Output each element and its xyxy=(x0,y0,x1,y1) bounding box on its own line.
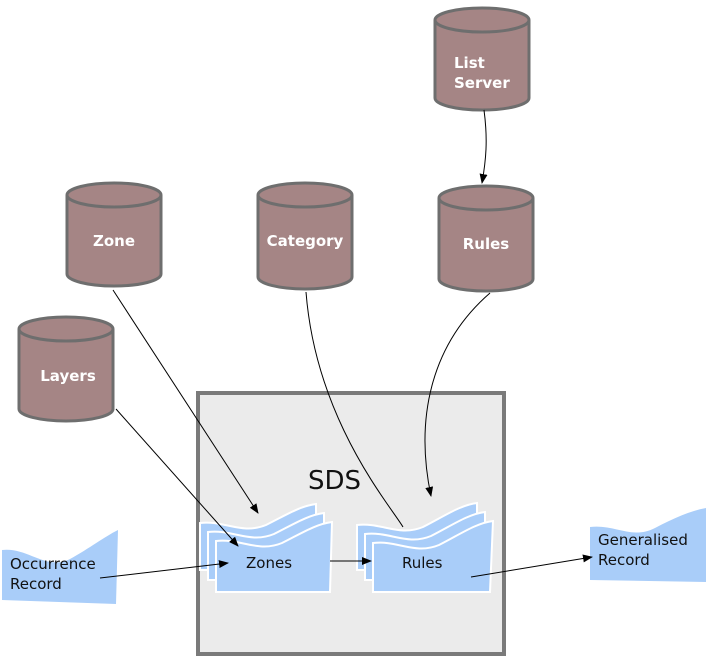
generalised-label-line1: Generalised xyxy=(598,531,688,549)
rules-document: Rules xyxy=(356,501,495,593)
category-label: Category xyxy=(267,232,344,250)
generalised-record-document: Generalised Record xyxy=(590,508,706,582)
rules-doc-label: Rules xyxy=(402,554,443,572)
sds-label: SDS xyxy=(308,466,361,496)
zones-document: Zones xyxy=(199,502,334,593)
occurrence-label-line2: Record xyxy=(10,575,62,593)
rules-db-label: Rules xyxy=(463,235,510,253)
connector-rules-db-to-rules-doc xyxy=(424,292,491,497)
connector-list-server-to-rules xyxy=(479,109,488,184)
layers-label: Layers xyxy=(40,367,96,385)
connector-zone-to-zones xyxy=(112,289,259,514)
zone-label: Zone xyxy=(93,232,135,250)
connector-category-to-rules xyxy=(305,291,404,528)
connector-rules-to-generalised xyxy=(470,554,593,578)
zone-database: Zone xyxy=(65,181,163,288)
connector-layers-to-zones xyxy=(115,408,239,547)
occurrence-record-document: Occurrence Record xyxy=(2,530,118,604)
layers-database: Layers xyxy=(17,315,115,423)
category-database: Category xyxy=(256,181,354,291)
rules-database: Rules xyxy=(437,184,535,293)
list-server-label-line1: List xyxy=(454,54,485,72)
connector-occurrence-to-zones xyxy=(99,560,229,579)
list-server-label-line2: Server xyxy=(454,74,510,92)
occurrence-label-line1: Occurrence xyxy=(10,555,96,573)
zones-label: Zones xyxy=(246,554,292,572)
generalised-label-line2: Record xyxy=(598,551,650,569)
list-server-database: List Server xyxy=(433,6,531,112)
